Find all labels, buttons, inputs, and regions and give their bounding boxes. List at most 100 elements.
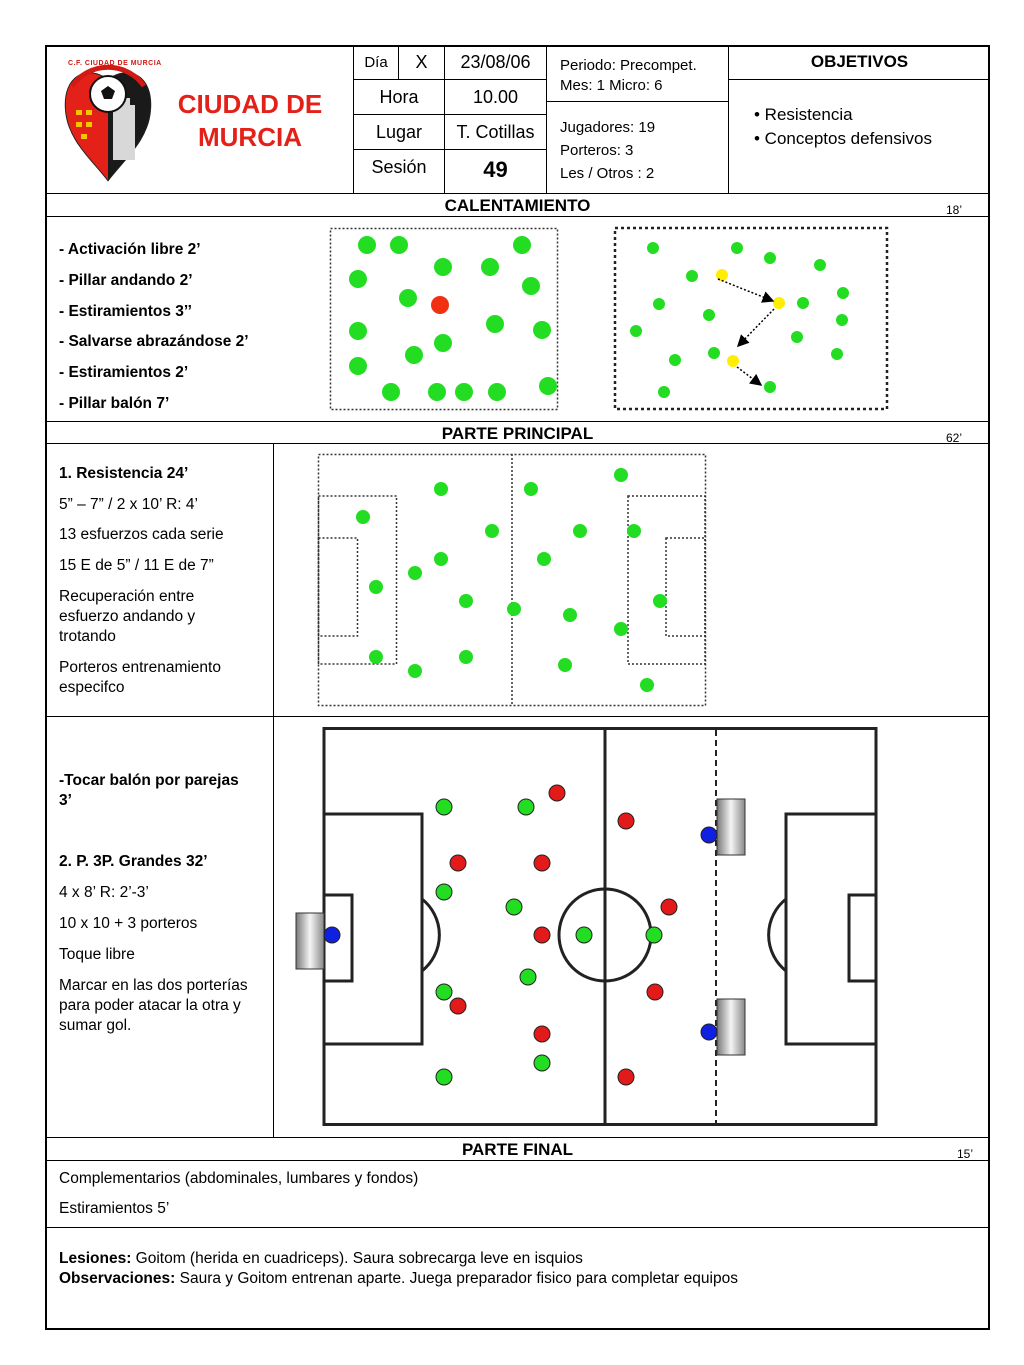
- dia-mark: X: [415, 52, 428, 72]
- player-green: [435, 883, 453, 901]
- player-green: [708, 347, 720, 359]
- final-title: PARTE FINAL: [461, 1140, 574, 1159]
- player-red: [660, 898, 678, 916]
- dia-label: Día: [364, 54, 388, 71]
- observaciones-text: Saura y Goitom entrenan aparte. Juega pr…: [179, 1270, 738, 1287]
- player-green: [524, 482, 538, 496]
- column-divider: [273, 443, 274, 1137]
- player-red: [646, 983, 664, 1001]
- player-green: [703, 309, 715, 321]
- goal-bottom: [716, 998, 746, 1056]
- players-info: Jugadores: 19 Porteros: 3 Les / Otros : …: [560, 116, 655, 185]
- player-red: [533, 854, 551, 872]
- player-green: [837, 287, 849, 299]
- block2-line: sumar gol.: [59, 1017, 132, 1034]
- block1-line: esfuerzo andando y: [59, 608, 196, 625]
- section-divider: [45, 1137, 990, 1138]
- calentamiento-item: - Estiramientos 2’: [59, 364, 189, 382]
- player-green: [434, 334, 452, 352]
- final-line: Estiramientos 5’: [59, 1200, 170, 1217]
- section-divider: [45, 421, 990, 422]
- player-green: [408, 664, 422, 678]
- block1-line: 15 E de 5” / 11 E de 7”: [59, 557, 214, 574]
- block2-heading-1b: 3’: [59, 792, 72, 809]
- player-green: [349, 270, 367, 288]
- periodo: Periodo: Precompet.: [560, 57, 697, 74]
- block2-line: para poder atacar la otra y: [59, 997, 241, 1014]
- block1-heading: 1. Resistencia 24’: [59, 465, 189, 482]
- player-green: [369, 650, 383, 664]
- player-green: [640, 678, 654, 692]
- player-red: [617, 812, 635, 830]
- player-green: [814, 259, 826, 271]
- player-green: [435, 798, 453, 816]
- player-green: [653, 594, 667, 608]
- club-logo: [64, 64, 152, 182]
- observaciones-note: Observaciones: Saura y Goitom entrenan a…: [59, 1269, 738, 1289]
- player-yellow: [716, 269, 728, 281]
- porteros: Porteros: 3: [560, 142, 634, 159]
- calentamiento-list: - Activación libre 2’ - Pillar andando 2…: [59, 235, 249, 420]
- player-green: [658, 386, 670, 398]
- les-otros: Les / Otros : 2: [560, 165, 655, 182]
- player-green: [522, 277, 540, 295]
- final-line: Complementarios (abdominales, lumbares y…: [59, 1170, 419, 1187]
- lesiones-text: Goitom (herida en cuadriceps). Saura sob…: [135, 1250, 583, 1267]
- player-green: [686, 270, 698, 282]
- section-divider: [45, 1227, 990, 1228]
- player-green: [399, 289, 417, 307]
- block1-line: 13 esfuerzos cada serie: [59, 526, 224, 543]
- header-divider: [353, 149, 546, 150]
- section-divider: [45, 716, 990, 717]
- section-divider: [45, 216, 990, 217]
- objetivo-item: • Resistencia: [754, 105, 853, 124]
- player-green: [382, 383, 400, 401]
- header-divider: [546, 101, 728, 102]
- player-green: [434, 258, 452, 276]
- player-green: [507, 602, 521, 616]
- player-red: [617, 1068, 635, 1086]
- player-green: [614, 468, 628, 482]
- club-name: CIUDAD DE MURCIA: [160, 88, 340, 154]
- player-it: [431, 296, 449, 314]
- calentamiento-title: CALENTAMIENTO: [444, 196, 591, 215]
- player-green: [369, 580, 383, 594]
- calentamiento-item: - Salvarse abrazándose 2’: [59, 333, 249, 351]
- hora-value: 10.00: [472, 86, 519, 107]
- player-green: [485, 524, 499, 538]
- session-sheet: [45, 45, 990, 1330]
- player-green: [356, 510, 370, 524]
- calentamiento-item: - Estiramientos 3’’: [59, 302, 192, 320]
- block2-heading-2: 2. P. 3P. Grandes 32’: [59, 853, 208, 870]
- block2-line: 4 x 8’ R: 2’-3’: [59, 884, 149, 901]
- goal-left: [295, 912, 325, 970]
- objetivos-list: • Resistencia • Conceptos defensivos: [754, 103, 932, 151]
- lesiones-label: Lesiones:: [59, 1250, 132, 1267]
- player-red: [449, 854, 467, 872]
- header-divider: [353, 114, 546, 115]
- periodo-info: Periodo: Precompet. Mes: 1 Micro: 6: [560, 56, 697, 96]
- calentamiento-item: - Pillar balón 7’: [59, 394, 170, 412]
- match-pitch-diagram: [295, 727, 878, 1126]
- club-name-line2: MURCIA: [198, 122, 302, 152]
- block1-line: 5” – 7” / 2 x 10’ R: 4’: [59, 496, 198, 513]
- player-green: [647, 242, 659, 254]
- player-green: [358, 236, 376, 254]
- hora-label: Hora: [379, 86, 419, 107]
- mes-micro: Mes: 1 Micro: 6: [560, 77, 663, 94]
- player-green: [434, 552, 448, 566]
- block1-line: trotando: [59, 628, 116, 645]
- header-divider: [728, 79, 990, 80]
- player-green: [630, 325, 642, 337]
- lesiones-note: Lesiones: Goitom (herida en cuadriceps).…: [59, 1249, 583, 1269]
- resistance-field-diagram: [317, 453, 707, 707]
- keeper-blue: [700, 1023, 718, 1041]
- player-green: [349, 357, 367, 375]
- section-divider: [45, 1160, 990, 1161]
- lugar-label: Lugar: [375, 121, 423, 142]
- player-green: [533, 1054, 551, 1072]
- block1-line: especifco: [59, 679, 125, 696]
- calentamiento-item: - Pillar andando 2’: [59, 271, 193, 289]
- player-yellow: [727, 355, 739, 367]
- player-green: [459, 594, 473, 608]
